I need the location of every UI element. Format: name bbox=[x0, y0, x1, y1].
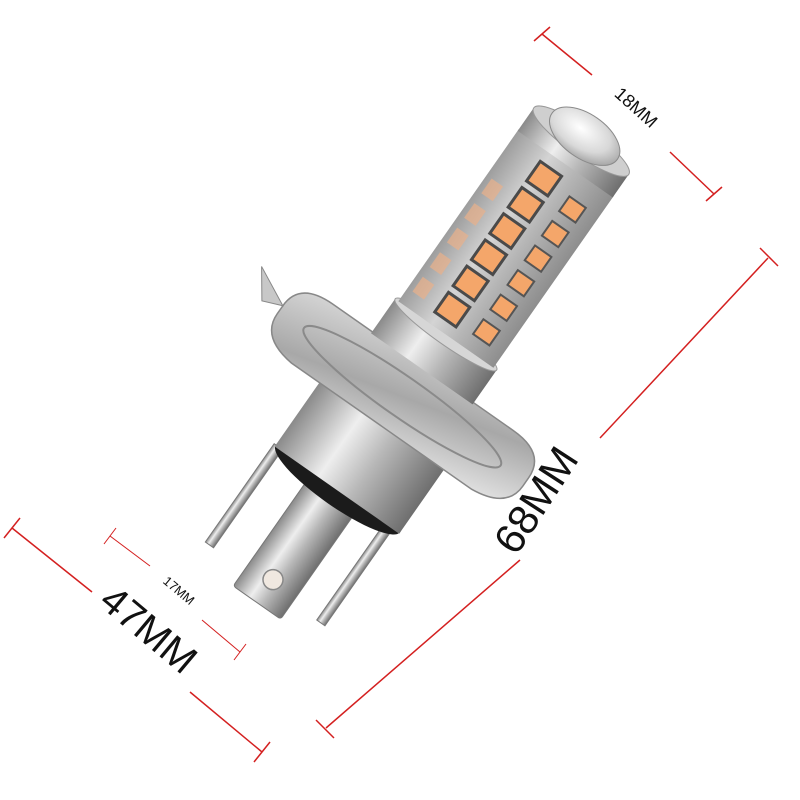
led-chip-column-right bbox=[471, 194, 588, 347]
flange bbox=[261, 266, 536, 500]
neck bbox=[371, 298, 497, 405]
led-chip-column-front bbox=[432, 159, 564, 330]
bulb bbox=[204, 105, 630, 627]
dimension-47mm: 47MM bbox=[3, 517, 271, 763]
base-cylinder bbox=[274, 380, 446, 534]
dimension-label-18mm: 18MM bbox=[611, 83, 662, 131]
top-lens bbox=[517, 105, 630, 198]
terminal-pins bbox=[204, 443, 395, 627]
led-chip-column-left bbox=[412, 178, 504, 300]
dimension-label-17mm: 17MM bbox=[160, 573, 197, 608]
